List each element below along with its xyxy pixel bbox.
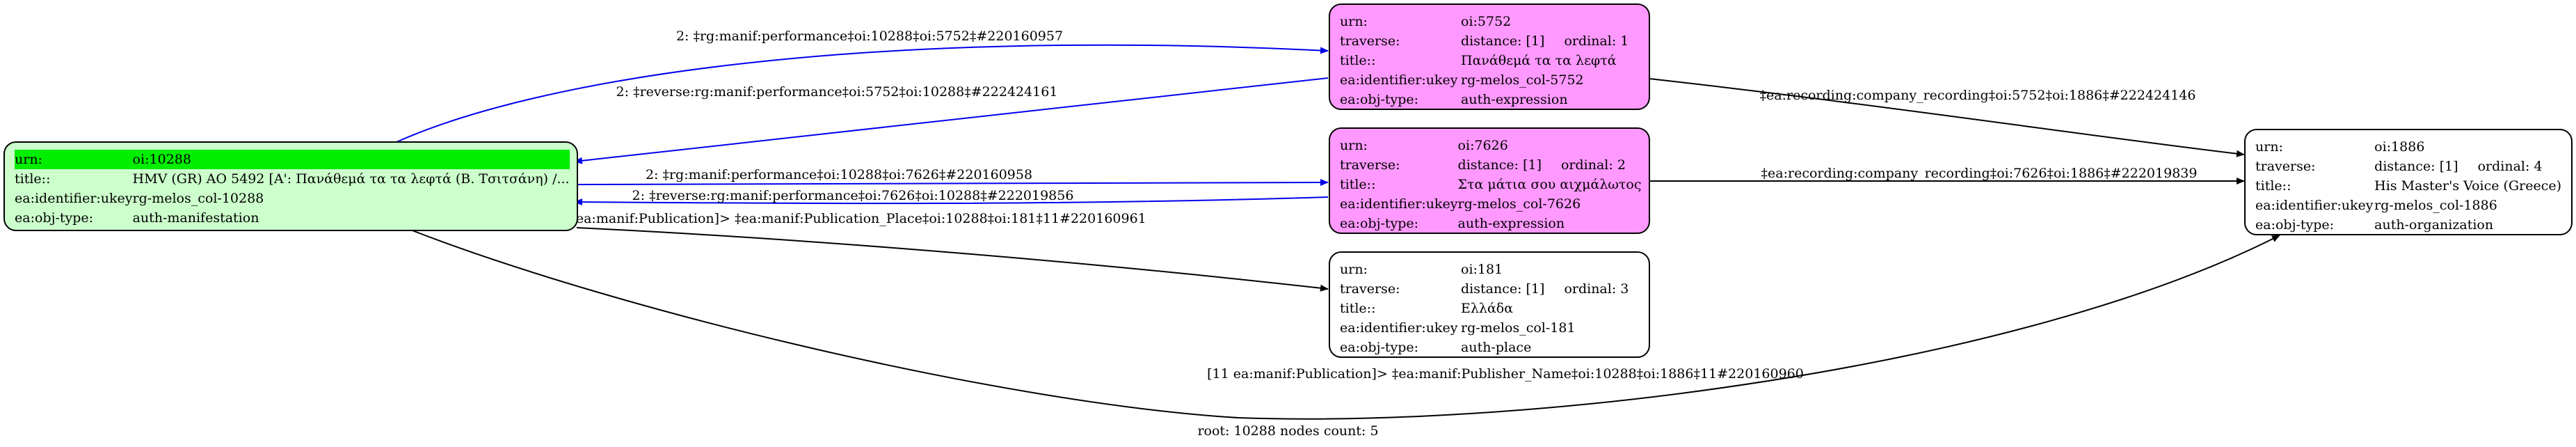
title-key: title::: [15, 171, 51, 187]
objtype-value: auth-place: [1461, 340, 1532, 355]
title-key: title::: [1340, 177, 1376, 192]
title-value: His Master's Voice (Greece): [2374, 178, 2561, 194]
node-7626[interactable]: urn: oi:7626 traverse: distance: [1] ordina…: [1329, 127, 1650, 234]
objtype-key: ea:obj-type:: [15, 210, 94, 226]
traverse-value: distance: [1] ordinal: 4: [2374, 157, 2561, 176]
ukey-key: ea:identifier:ukey: [1340, 196, 1458, 212]
objtype-key: ea:obj-type:: [2255, 217, 2335, 233]
objtype-value: auth-organization: [2374, 217, 2494, 233]
edge-label-3: 2: ‡rg:manif:performance‡oi:10288‡oi:762…: [646, 167, 1032, 182]
urn-value: oi:1886: [2374, 139, 2425, 155]
title-key: title::: [2255, 178, 2291, 194]
title-key: title::: [1340, 301, 1376, 316]
ordinal-value: ordinal: 1: [1564, 33, 1629, 49]
graph-footer: root: 10288 nodes count: 5: [1197, 423, 1379, 439]
urn-key: urn:: [1340, 262, 1368, 277]
ukey-value: rg-melos_col-5752: [1461, 72, 1584, 88]
node-10288[interactable]: urn:oi:10288 title::HMV (GR) AO 5492 [A'…: [3, 141, 578, 231]
traverse-key: traverse:: [2255, 159, 2316, 174]
edge-10288-to-1886: [410, 229, 2280, 420]
urn-key: urn:: [15, 150, 133, 169]
traverse-value: distance: [1] ordinal: 1: [1461, 31, 1629, 51]
urn-value: oi:181: [1461, 262, 1503, 277]
distance-value: distance: [1]: [2374, 159, 2458, 174]
edge-7626-to-10288: [574, 196, 1329, 206]
traverse-key: traverse:: [1340, 33, 1400, 49]
title-key: title::: [1340, 53, 1376, 68]
title-value: Ελλάδα: [1461, 301, 1514, 316]
title-value: HMV (GR) AO 5492 [A': Πανάθεμά τα τα λεφ…: [132, 171, 570, 187]
ukey-key: ea:identifier:ukey: [2255, 198, 2374, 213]
ukey-value: rg-melos_col-7626: [1457, 196, 1581, 212]
ukey-key: ea:identifier:ukey: [15, 191, 133, 206]
traverse-value: distance: [1] ordinal: 2: [1458, 155, 1642, 175]
title-value: Στα μάτια σου αιχμάλωτος: [1457, 177, 1642, 192]
ukey-key: ea:identifier:ukey: [1340, 72, 1458, 88]
edge-label-5: [11 ea:manif:Publication]> ‡ea:manif:Pub…: [550, 211, 1146, 226]
edge-5752-to-10288: [574, 77, 1329, 164]
edge-10288-to-181: [576, 227, 1329, 292]
edge-label-7: ‡ea:recording:company_recording‡oi:7626‡…: [1761, 166, 2198, 181]
traverse-value: distance: [1] ordinal: 3: [1461, 279, 1629, 299]
ordinal-value: ordinal: 4: [2477, 159, 2543, 174]
ordinal-value: ordinal: 3: [1564, 281, 1629, 297]
objtype-value: auth-manifestation: [132, 210, 259, 226]
distance-value: distance: [1]: [1457, 157, 1542, 173]
ukey-value: rg-melos_col-10288: [132, 191, 264, 206]
node-181[interactable]: urn: oi:181 traverse: distance: [1] ordinal…: [1329, 251, 1650, 358]
urn-value: oi:10288: [132, 150, 570, 169]
distance-value: distance: [1]: [1461, 33, 1545, 49]
title-value: Πανάθεμά τα τα λεφτά: [1461, 53, 1617, 68]
traverse-key: traverse:: [1340, 281, 1400, 297]
edge-label-4: 2: ‡reverse:rg:manif:performance‡oi:7626…: [632, 188, 1074, 203]
node-1886[interactable]: urn: oi:1886 traverse: distance: [1] ordina…: [2244, 129, 2573, 235]
distance-value: distance: [1]: [1461, 281, 1545, 297]
edge-label-8: [11 ea:manif:Publication]> ‡ea:manif:Pub…: [1207, 366, 1804, 382]
urn-key: urn:: [1340, 138, 1368, 153]
ordinal-value: ordinal: 2: [1560, 157, 1626, 173]
edge-label-6: ‡ea:recording:company_recording‡oi:5752‡…: [1760, 88, 2196, 103]
edge-10288-to-7626: [576, 179, 1329, 187]
edge-10288-to-5752: [396, 44, 1329, 143]
urn-value: oi:7626: [1457, 138, 1508, 153]
objtype-key: ea:obj-type:: [1340, 216, 1419, 231]
objtype-key: ea:obj-type:: [1340, 92, 1419, 107]
urn-key: urn:: [1340, 14, 1368, 29]
edge-5752-to-1886: [1649, 78, 2245, 157]
traverse-key: traverse:: [1340, 157, 1400, 173]
edge-label-1: 2: ‡rg:manif:performance‡oi:10288‡oi:575…: [676, 29, 1063, 44]
ukey-value: rg-melos_col-181: [1461, 320, 1576, 336]
objtype-key: ea:obj-type:: [1340, 340, 1419, 355]
urn-key: urn:: [2255, 139, 2283, 155]
node-5752[interactable]: urn: oi:5752 traverse: distance: [1] ordina…: [1329, 3, 1650, 110]
edge-label-2: 2: ‡reverse:rg:manif:performance‡oi:5752…: [616, 84, 1058, 100]
urn-value: oi:5752: [1461, 14, 1512, 29]
ukey-key: ea:identifier:ukey: [1340, 320, 1458, 336]
ukey-value: rg-melos_col-1886: [2374, 198, 2497, 213]
objtype-value: auth-expression: [1457, 216, 1565, 231]
objtype-value: auth-expression: [1461, 92, 1568, 107]
